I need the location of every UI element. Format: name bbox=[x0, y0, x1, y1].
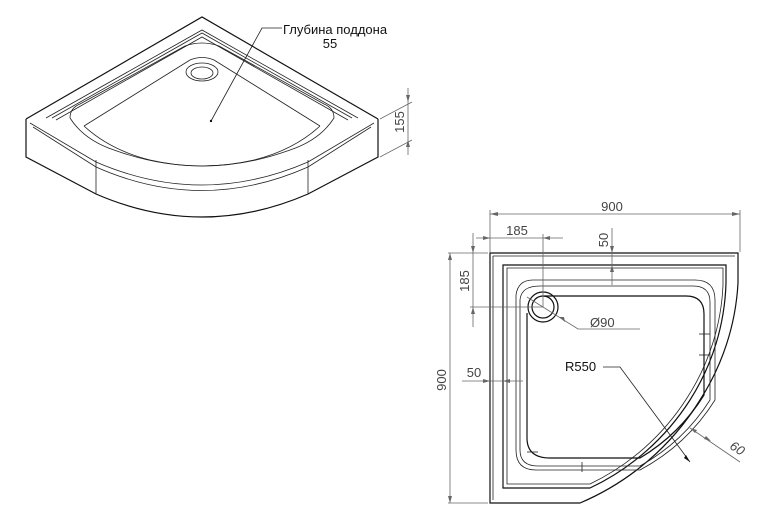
plan-tray bbox=[448, 210, 741, 504]
height-dimension-900: 900 bbox=[434, 369, 449, 391]
isometric-tray bbox=[25, 16, 413, 218]
depth-callout-value: 55 bbox=[323, 36, 337, 51]
drain-offset-y-185: 185 bbox=[457, 270, 472, 292]
rim-left-dim-50: 50 bbox=[467, 365, 481, 380]
width-dimension-900: 900 bbox=[601, 199, 623, 214]
rim-top-dim-50: 50 bbox=[596, 233, 611, 247]
drain-diameter-label: Ø90 bbox=[590, 315, 615, 330]
radius-label: R550 bbox=[565, 359, 596, 374]
height-dimension: 155 bbox=[392, 111, 407, 133]
drain-offset-x-185: 185 bbox=[506, 223, 528, 238]
depth-callout-label: Глубина поддона bbox=[283, 22, 388, 37]
